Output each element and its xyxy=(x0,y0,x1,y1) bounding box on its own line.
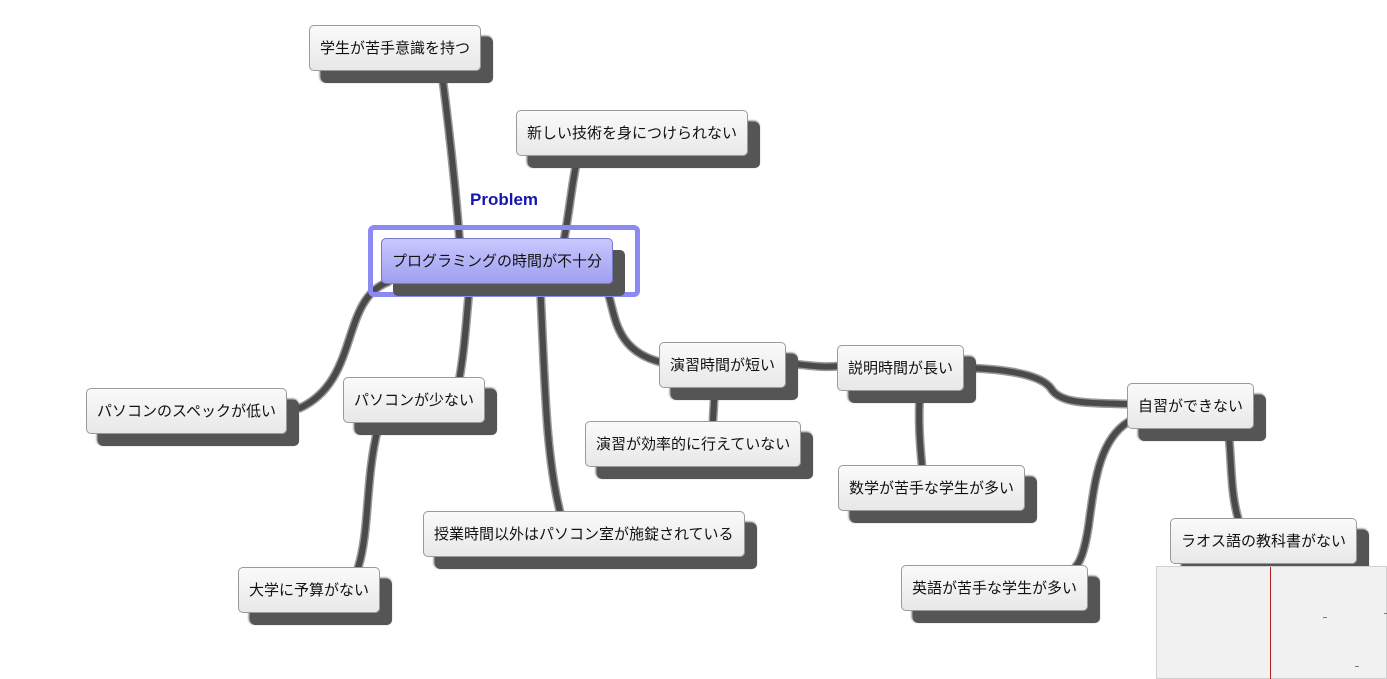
node-n8[interactable]: 演習が効率的に行えていない xyxy=(585,421,802,467)
node-n10[interactable]: 数学が苦手な学生が多い xyxy=(838,465,1026,511)
node-n7[interactable]: 演習時間が短い xyxy=(659,342,787,388)
node-n12[interactable]: 英語が苦手な学生が多い xyxy=(901,565,1089,611)
node-n5[interactable]: 大学に予算がない xyxy=(238,567,381,613)
node-n2[interactable]: 新しい技術を身につけられない xyxy=(516,110,749,156)
overview-mark xyxy=(1355,666,1359,667)
overview-mark xyxy=(1384,613,1387,614)
node-n13[interactable]: ラオス語の教科書がない xyxy=(1170,518,1358,564)
node-n1[interactable]: 学生が苦手意識を持つ xyxy=(309,25,482,71)
root-node[interactable]: プログラミングの時間が不十分 xyxy=(381,238,614,284)
overview-viewport-marker xyxy=(1270,567,1271,679)
overview-panel[interactable] xyxy=(1156,566,1387,679)
node-n9[interactable]: 説明時間が長い xyxy=(837,345,965,391)
root-selection-frame xyxy=(368,225,640,297)
overview-mark xyxy=(1323,617,1327,618)
node-n3[interactable]: パソコンのスペックが低い xyxy=(86,388,287,434)
root-tag-label: Problem xyxy=(470,190,539,209)
node-n11[interactable]: 自習ができない xyxy=(1127,383,1255,429)
node-n4[interactable]: パソコンが少ない xyxy=(343,377,486,423)
node-n6[interactable]: 授業時間以外はパソコン室が施錠されている xyxy=(423,511,745,557)
